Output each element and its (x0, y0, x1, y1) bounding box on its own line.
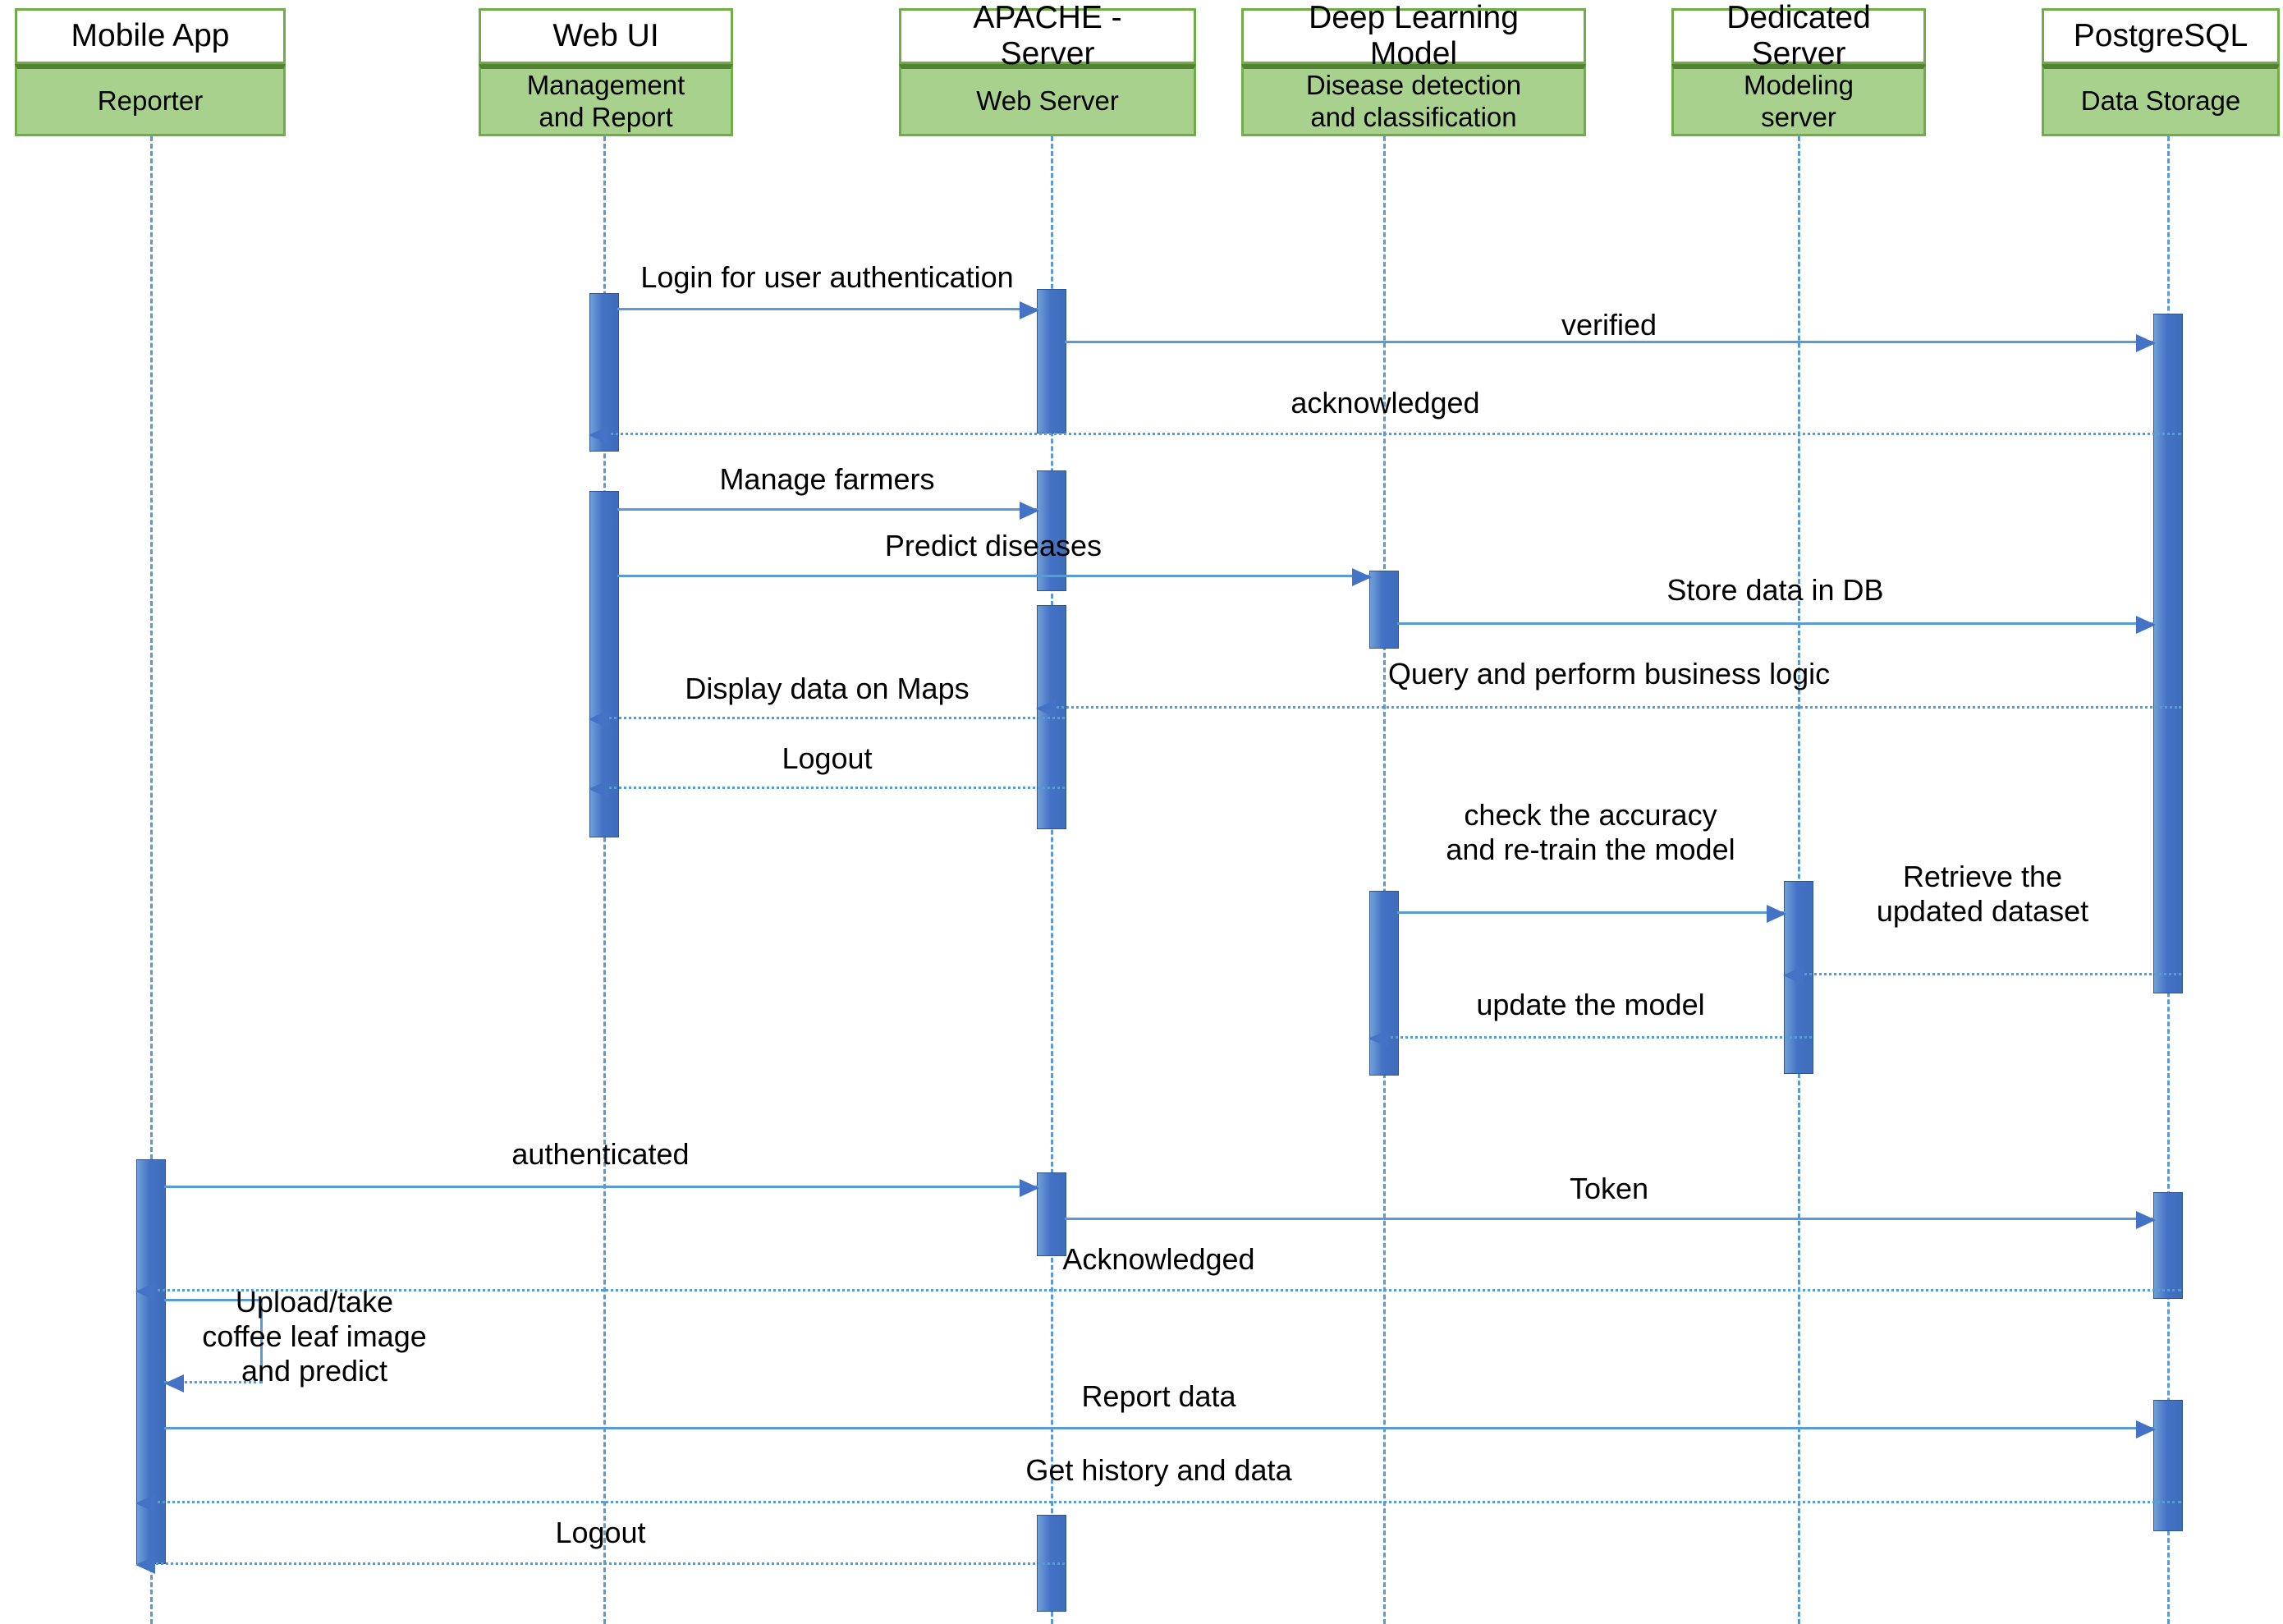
arrowhead-m5 (1352, 568, 1372, 586)
activation-bar-webui (589, 293, 619, 452)
activation-bar-webui (589, 491, 619, 837)
message-line-m3[interactable] (589, 426, 2181, 444)
participant-title-postgres: PostgreSQL (2042, 8, 2280, 64)
message-label-m15: Acknowledged (1062, 1242, 1255, 1276)
message-line-m10[interactable] (1397, 905, 1786, 923)
activation-bar-postgres (2153, 1192, 2183, 1299)
participant-role-postgres: Data Storage (2042, 64, 2280, 136)
activation-bar-postgres (2153, 314, 2183, 993)
arrowhead-m9 (589, 780, 608, 798)
message-label-m17: Report data (1081, 1379, 1236, 1413)
activation-bar-dlmodel (1369, 571, 1399, 649)
message-label-m7: Query and perform business logic (1387, 657, 1831, 690)
message-line-m5[interactable] (617, 568, 1372, 586)
message-label-m4: Manage farmers (719, 462, 935, 496)
message-line-m18[interactable] (135, 1494, 2181, 1512)
arrowhead-m10 (1767, 905, 1786, 923)
arrowhead-m4 (1020, 502, 1039, 520)
message-line-m15[interactable] (135, 1282, 2181, 1301)
lifeline-dedicated (1798, 136, 1800, 1624)
arrowhead-m18 (135, 1494, 155, 1512)
message-line-m7[interactable] (1036, 700, 2181, 718)
self-message-m16[interactable] (164, 1299, 263, 1383)
activation-bar-apache (1037, 289, 1066, 434)
participant-title-dlmodel: Deep Learning Model (1241, 0, 1586, 71)
message-label-m12: update the model (1476, 988, 1705, 1021)
arrowhead-m11 (1783, 966, 1803, 984)
arrowhead-m17 (2136, 1420, 2156, 1438)
message-line-m1[interactable] (617, 301, 1039, 319)
message-label-m14: Token (1569, 1172, 1649, 1205)
lifeline-apache (1051, 136, 1053, 1624)
arrowhead-m7 (1036, 700, 1056, 718)
message-label-m9: Logout (782, 741, 873, 775)
arrowhead-m1 (1020, 301, 1039, 319)
message-label-m16: Upload/take coffee leaf image and predic… (202, 1285, 427, 1388)
arrowhead-m15 (135, 1282, 155, 1301)
arrowhead-m8 (589, 710, 608, 728)
message-label-m1: Login for user authentication (640, 260, 1014, 294)
message-label-m6: Store data in DB (1666, 573, 1884, 607)
participant-title-webui: Web UI (479, 8, 733, 64)
message-label-m10: check the accuracy and re-train the mode… (1446, 798, 1735, 866)
message-line-m11[interactable] (1783, 966, 2181, 984)
message-label-m3: acknowledged (1290, 386, 1480, 420)
message-line-m8[interactable] (589, 710, 1065, 728)
participant-role-webui: Management and Report (479, 64, 733, 136)
arrowhead-m3 (589, 426, 608, 444)
message-label-m13: authenticated (511, 1137, 690, 1171)
arrowhead-m13 (1020, 1179, 1039, 1197)
participant-title-mobile: Mobile App (15, 8, 286, 64)
arrowhead-m2 (2136, 334, 2156, 352)
participant-title-apache: APACHE - Server (899, 0, 1196, 71)
message-label-m5: Predict diseases (884, 529, 1103, 562)
activation-bar-apache (1037, 470, 1066, 591)
message-label-m18: Get history and data (1025, 1453, 1292, 1487)
message-line-m2[interactable] (1065, 334, 2156, 352)
message-line-m9[interactable] (589, 780, 1065, 798)
message-line-m12[interactable] (1368, 1030, 1812, 1048)
message-line-m6[interactable] (1397, 616, 2156, 634)
message-label-m19: Logout (555, 1516, 646, 1549)
message-label-m2: verified (1561, 308, 1657, 342)
participant-title-dedicated: Dedicated Server (1671, 0, 1926, 71)
participant-role-apache: Web Server (899, 64, 1196, 136)
activation-bar-apache (1037, 1172, 1066, 1256)
message-line-m4[interactable] (617, 502, 1039, 520)
lifeline-mobile (150, 136, 153, 1624)
arrowhead-m6 (2136, 616, 2156, 634)
activation-bar-postgres (2153, 1400, 2183, 1531)
message-line-m19[interactable] (135, 1556, 1065, 1574)
participant-role-dlmodel: Disease detection and classification (1241, 64, 1586, 136)
message-line-m14[interactable] (1065, 1211, 2156, 1229)
arrowhead-m12 (1368, 1030, 1388, 1048)
lifeline-dlmodel (1383, 136, 1386, 1624)
activation-bar-dlmodel (1369, 891, 1399, 1076)
message-line-m17[interactable] (164, 1420, 2156, 1438)
message-line-m13[interactable] (164, 1179, 1039, 1197)
arrowhead-m16 (164, 1374, 184, 1392)
arrowhead-m19 (135, 1556, 155, 1574)
message-label-m11: Retrieve the updated dataset (1876, 860, 2089, 928)
message-label-m8: Display data on Maps (685, 672, 970, 705)
participant-role-dedicated: Modeling server (1671, 64, 1926, 136)
lifeline-webui (603, 136, 606, 1624)
participant-role-mobile: Reporter (15, 64, 286, 136)
arrowhead-m14 (2136, 1211, 2156, 1229)
